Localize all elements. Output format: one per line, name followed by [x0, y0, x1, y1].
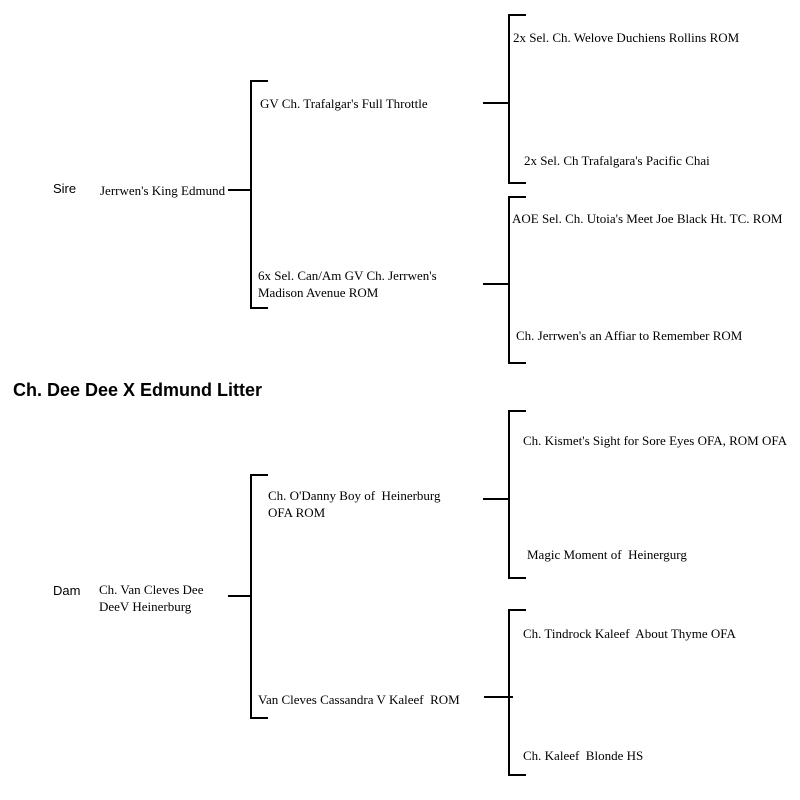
dam-maternal-grandfather-name: Ch. Tindrock Kaleef About Thyme OFA [523, 626, 736, 641]
dam-mother-connector-line [484, 696, 513, 698]
dam-connector-line [228, 595, 252, 597]
sire-maternal-grandparents-bracket [508, 196, 526, 364]
sire-maternal-grandfather-name: AOE Sel. Ch. Utoia's Meet Joe Black Ht. … [512, 211, 783, 226]
dam-maternal-grandparents-bracket [508, 609, 526, 776]
dam-paternal-grandmother-name: Magic Moment of Heinergurg [527, 547, 687, 562]
sire-paternal-grandfather-name: 2x Sel. Ch. Welove Duchiens Rollins ROM [513, 30, 740, 45]
sire-label: Sire [53, 181, 77, 196]
sire-parents-bracket [250, 80, 268, 309]
sire-mother-name: 6x Sel. Can/Am GV Ch. Jerrwen's Madison … [258, 268, 437, 300]
dam-paternal-grandparents-bracket [508, 410, 526, 579]
sire-name: Jerrwen's King Edmund [100, 183, 226, 198]
sire-paternal-grandmother-name: 2x Sel. Ch Trafalgara's Pacific Chai [524, 153, 710, 168]
dam-father-name: Ch. O'Danny Boy of Heinerburg OFA ROM [268, 488, 441, 520]
dam-name: Ch. Van Cleves Dee DeeV Heinerburg [99, 582, 204, 614]
sire-father-name: GV Ch. Trafalgar's Full Throttle [260, 96, 428, 111]
dam-label: Dam [53, 583, 81, 598]
sire-connector-line [228, 189, 252, 191]
sire-paternal-grandparents-bracket [508, 14, 526, 184]
dam-paternal-grandfather-name: Ch. Kismet's Sight for Sore Eyes OFA, RO… [523, 433, 788, 448]
dam-mother-name: Van Cleves Cassandra V Kaleef ROM [258, 692, 460, 707]
sire-father-connector-line [483, 102, 510, 104]
sire-mother-connector-line [483, 283, 510, 285]
dam-parents-bracket [250, 474, 268, 719]
dam-father-connector-line [483, 498, 510, 500]
litter-title: Ch. Dee Dee X Edmund Litter [13, 380, 263, 400]
dam-maternal-grandmother-name: Ch. Kaleef Blonde HS [523, 748, 644, 763]
sire-maternal-grandmother-name: Ch. Jerrwen's an Affiar to Remember ROM [516, 328, 743, 343]
